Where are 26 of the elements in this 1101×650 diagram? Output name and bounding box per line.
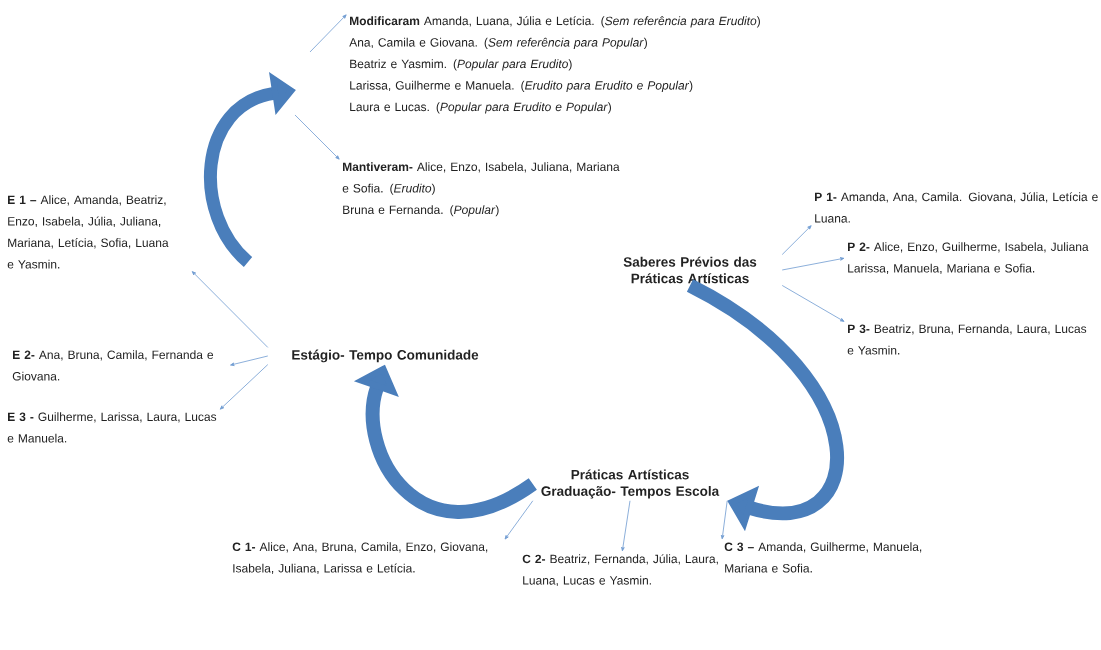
group-text: C 2- Beatriz, Fernanda, Júlia, Laura, Luana, Lucas e Yasmin.	[522, 554, 718, 587]
arrow	[309, 14, 347, 53]
arrow	[294, 114, 340, 160]
arrow	[720, 500, 728, 540]
stage-title: Práticas Artísticas Graduação- Tempos Escola	[541, 469, 720, 499]
arrow	[781, 225, 812, 255]
arrow	[191, 271, 269, 348]
arrow	[781, 285, 845, 322]
group-text: E 3 - Guilherme, Larissa, Laura, Lucas e Manuela.	[7, 412, 217, 443]
group-text: E 2- Ana, Bruna, Camila, Fernanda e Giovana.	[12, 350, 214, 381]
stage-title: Saberes Prévios das Práticas Artísticas	[623, 256, 757, 284]
group-text: P 1- Amanda, Ana, Camila. Giovana, Júlia, Letícia e Luana.	[815, 192, 1098, 223]
stage-title: Estágio- Tempo Comunidade	[292, 349, 479, 363]
arrow	[781, 257, 845, 271]
group-text: P 2- Alice, Enzo, Guilherme, Isabela, Juliana Larissa, Manuela, Mariana e Sofia.	[848, 242, 1089, 274]
arrow	[230, 355, 269, 366]
arrow	[219, 364, 269, 410]
result-text: Mantiveram- Alice, Enzo, Isabela, Juliana, Mariana e Sofia. (Erudito) Bruna e Fernanda. (Popular)	[342, 162, 620, 217]
arrow	[504, 500, 534, 540]
group-text: C 3 – Amanda, Guilherme, Manuela, Mariana e Sofia.	[724, 542, 922, 573]
arrow	[621, 500, 631, 552]
result-text: Modificaram Amanda, Luana, Júlia e Letícia. (Sem referência para Erudito) Ana, Camila e Giovana. (Sem referência para Popular) Beatriz e Yasmim. (Popular para Erudito) Larissa, Guilherme e Manuela. (Erudito para Erudito e Popular) Laura e Lucas. (Popular para Erudito e Popular)	[349, 16, 760, 114]
group-text: P 3- Beatriz, Bruna, Fernanda, Laura, Lucas e Yasmin.	[847, 324, 1087, 355]
group-text: C 1- Alice, Ana, Bruna, Camila, Enzo, Giovana, Isabela, Juliana, Larissa e Letícia.	[232, 542, 488, 574]
curved-arrow	[686, 279, 844, 532]
group-text: E 1 – Alice, Amanda, Beatriz, Enzo, Isabela, Júlia, Juliana, Mariana, Letícia, Sofia, Luana e Yasmin.	[7, 195, 169, 269]
